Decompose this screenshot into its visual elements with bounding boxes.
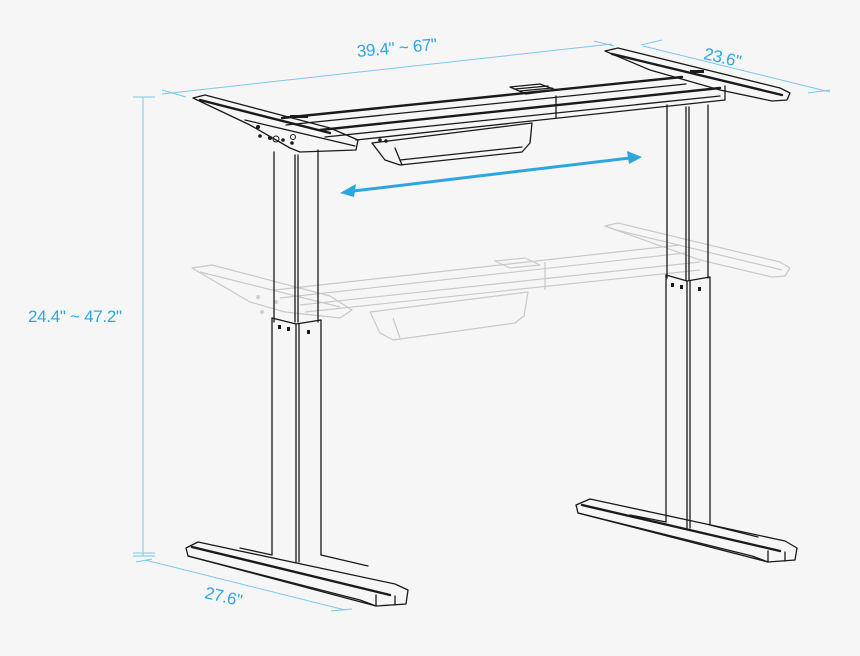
raised-top-frame [192, 47, 791, 166]
dimension-lines [133, 39, 831, 612]
right-leg [575, 104, 798, 563]
lowered-frame-ghost [191, 222, 791, 341]
width-adjust-arrow-icon [340, 151, 642, 197]
left-leg [185, 149, 409, 607]
height-dimension-label: 24.4" ~ 47.2" [28, 307, 122, 326]
